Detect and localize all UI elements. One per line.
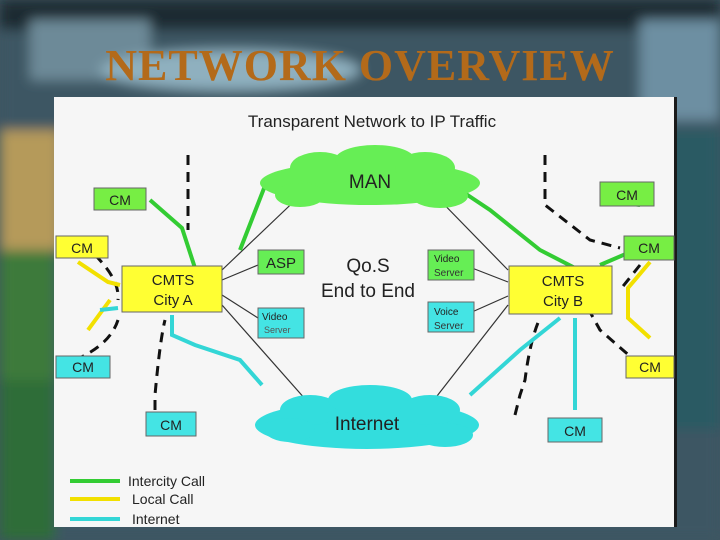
video-server-left-line1: Video [262, 312, 288, 323]
cm-right-3: CM [625, 355, 675, 379]
cm-label: CM [72, 359, 94, 375]
legend: Intercity Call Local Call Internet [70, 473, 205, 527]
internet-cloud: Internet [255, 385, 479, 449]
video-server-right-line1: Video [434, 254, 460, 265]
slide-title: NETWORK OVERVIEW [105, 41, 615, 90]
cm-right-1: CM [599, 181, 655, 207]
legend-label-internet: Internet [132, 511, 180, 527]
diagram-title: Transparent Network to IP Traffic [248, 112, 497, 131]
video-server-right-line2: Server [434, 268, 464, 279]
cm-label: CM [616, 187, 638, 203]
video-server-left: Video Server [257, 307, 305, 339]
cmts-city-b: CMTS City B [508, 265, 613, 315]
cm-label: CM [639, 359, 661, 375]
local-call-lines [76, 260, 652, 340]
legend-label-intercity: Intercity Call [128, 473, 205, 489]
cmts-b-line2: City B [543, 293, 583, 310]
cm-right-4: CM [547, 417, 603, 443]
video-server-right: Video Server [427, 249, 475, 281]
cmts-b-line1: CMTS [542, 273, 585, 290]
cmts-a-line1: CMTS [152, 272, 195, 289]
video-server-left-line2: Server [264, 325, 291, 335]
voice-server-line2: Server [434, 321, 464, 332]
internet-lines [99, 306, 577, 410]
cm-label: CM [109, 192, 131, 208]
cmts-city-a: CMTS City A [121, 265, 223, 313]
qos-label: Qo.S [346, 256, 389, 277]
cm-label: CM [160, 417, 182, 433]
cm-label: CM [71, 240, 93, 256]
legend-label-local: Local Call [132, 491, 193, 507]
cm-label: CM [564, 423, 586, 439]
cm-left-3: CM [55, 355, 111, 379]
voice-server-right: Voice Server [427, 301, 475, 333]
asp-label: ASP [266, 255, 296, 272]
voice-server-line1: Voice [434, 307, 459, 318]
cm-left-2: CM [55, 235, 109, 259]
man-label: MAN [349, 172, 391, 193]
end-to-end-label: End to End [321, 281, 415, 302]
cmts-a-line2: City A [153, 292, 192, 309]
cm-left-1: CM [93, 187, 147, 211]
man-cloud: MAN [260, 145, 480, 208]
internet-cloud-label: Internet [335, 414, 400, 435]
cm-left-4: CM [145, 411, 197, 437]
cm-right-2: CM [623, 235, 675, 261]
cm-label: CM [638, 240, 660, 256]
asp-server: ASP [257, 249, 305, 275]
